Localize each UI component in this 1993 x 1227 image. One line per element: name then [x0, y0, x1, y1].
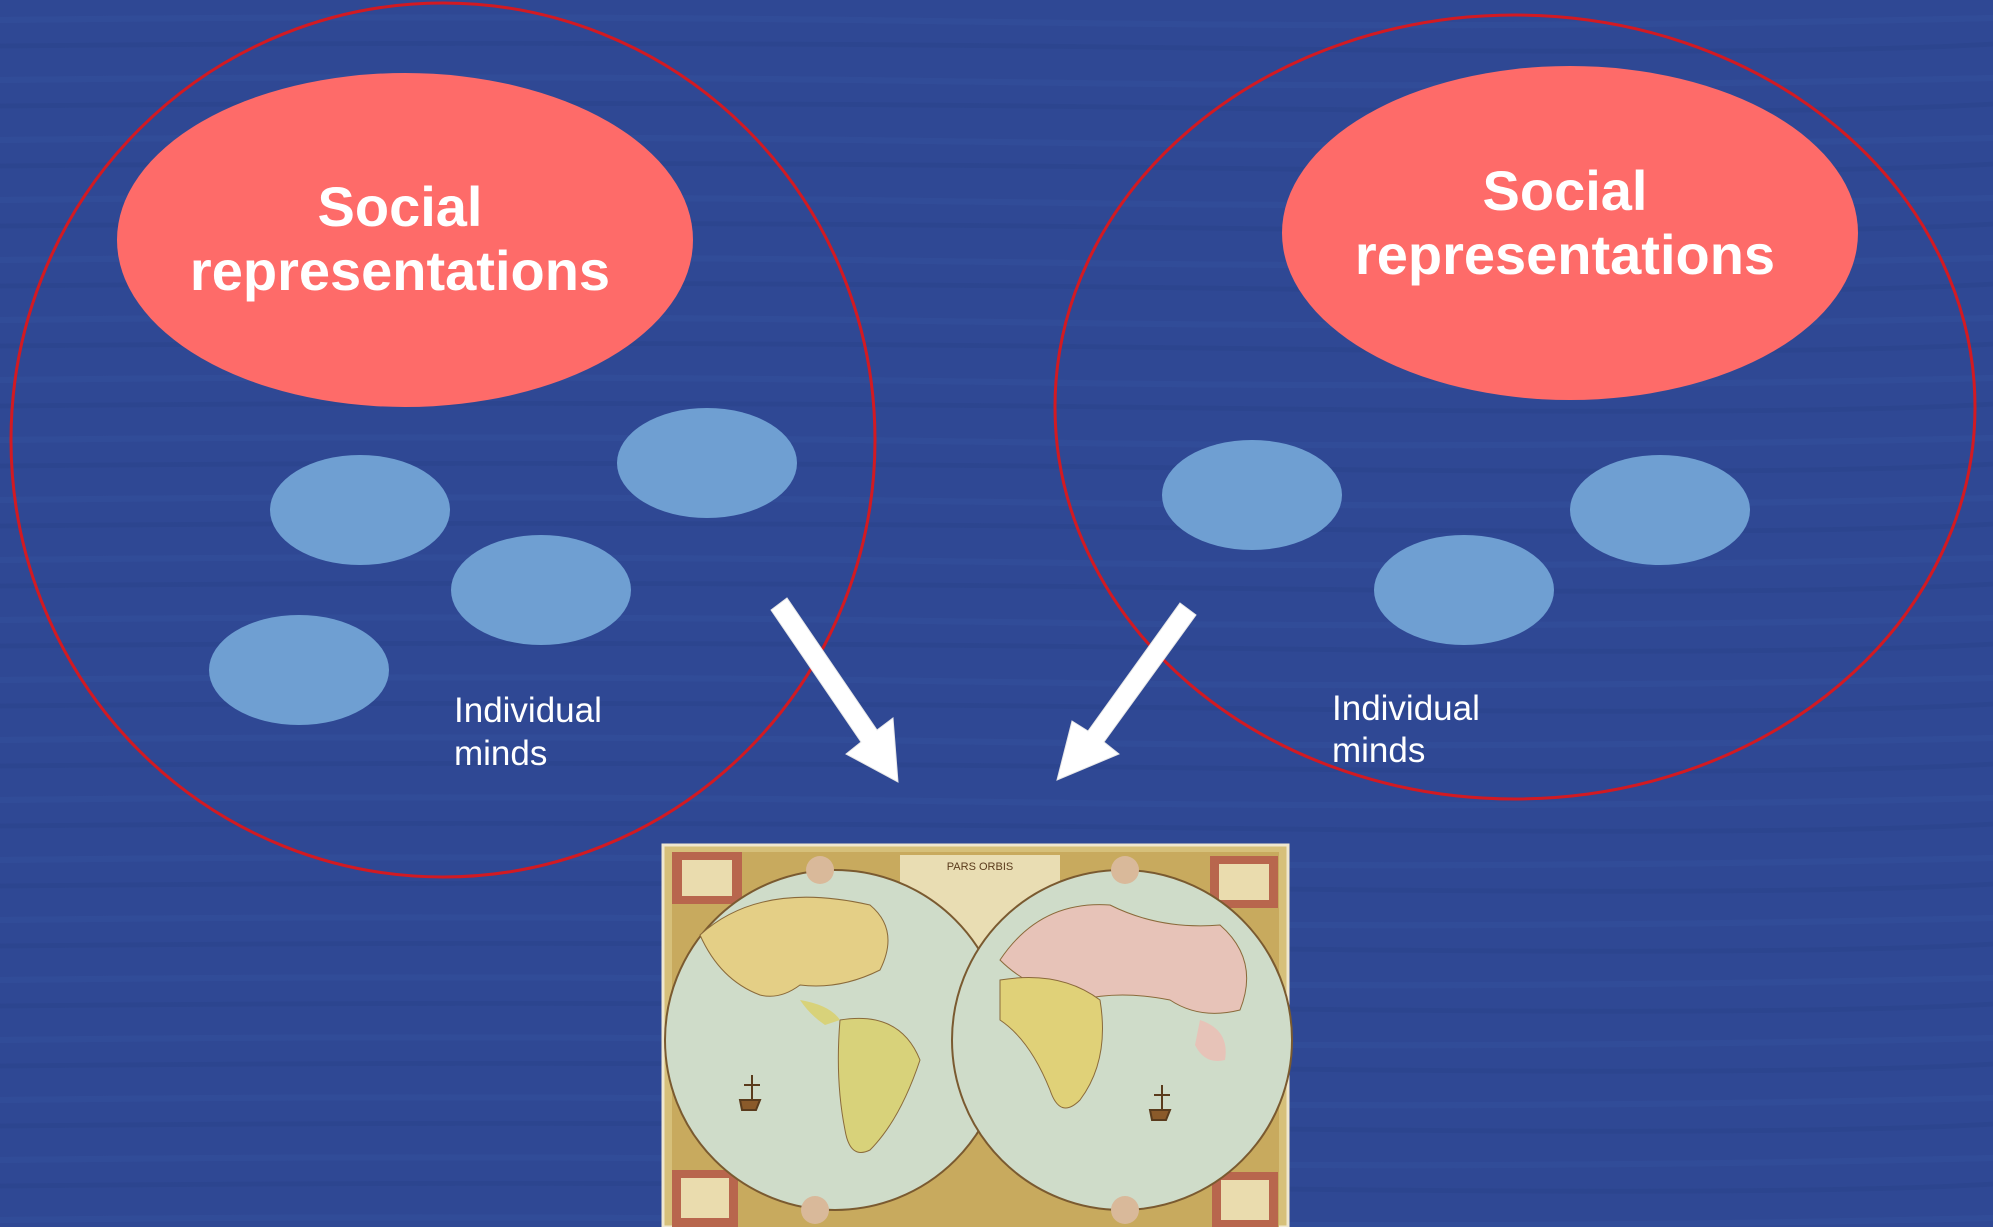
right-outer-circle [1053, 13, 1977, 801]
right-minds-label-line2: minds [1332, 731, 1425, 770]
left-mind-ellipse [209, 615, 389, 725]
right-social-label-line1: Social [1483, 159, 1648, 222]
map-caption: PARS ORBIS [947, 861, 1013, 873]
left-mind-ellipse [270, 455, 450, 565]
left-mind-ellipse [451, 535, 631, 645]
right-mind-ellipse [1374, 535, 1554, 645]
right-social-ellipse [1282, 66, 1858, 400]
left-minds-label-line1: Individual [454, 691, 602, 730]
left-group: Social representations Individual minds [9, 1, 877, 879]
right-mind-ellipse [1570, 455, 1750, 565]
left-arrow [770, 597, 899, 783]
left-social-label-line1: Social [318, 175, 483, 238]
world-map-image: PARS ORBIS [661, 843, 1293, 1227]
left-outer-circle [9, 1, 877, 879]
right-arrow [1056, 602, 1197, 781]
left-mind-ellipse [617, 408, 797, 518]
left-social-label-line2: representations [190, 239, 610, 302]
right-minds-label-line1: Individual [1332, 689, 1480, 728]
right-mind-ellipse [1162, 440, 1342, 550]
left-social-ellipse [117, 73, 693, 407]
left-minds-label-line2: minds [454, 734, 547, 773]
right-group: Social representations Individual minds [1053, 13, 1977, 801]
right-social-label-line2: representations [1355, 223, 1775, 286]
